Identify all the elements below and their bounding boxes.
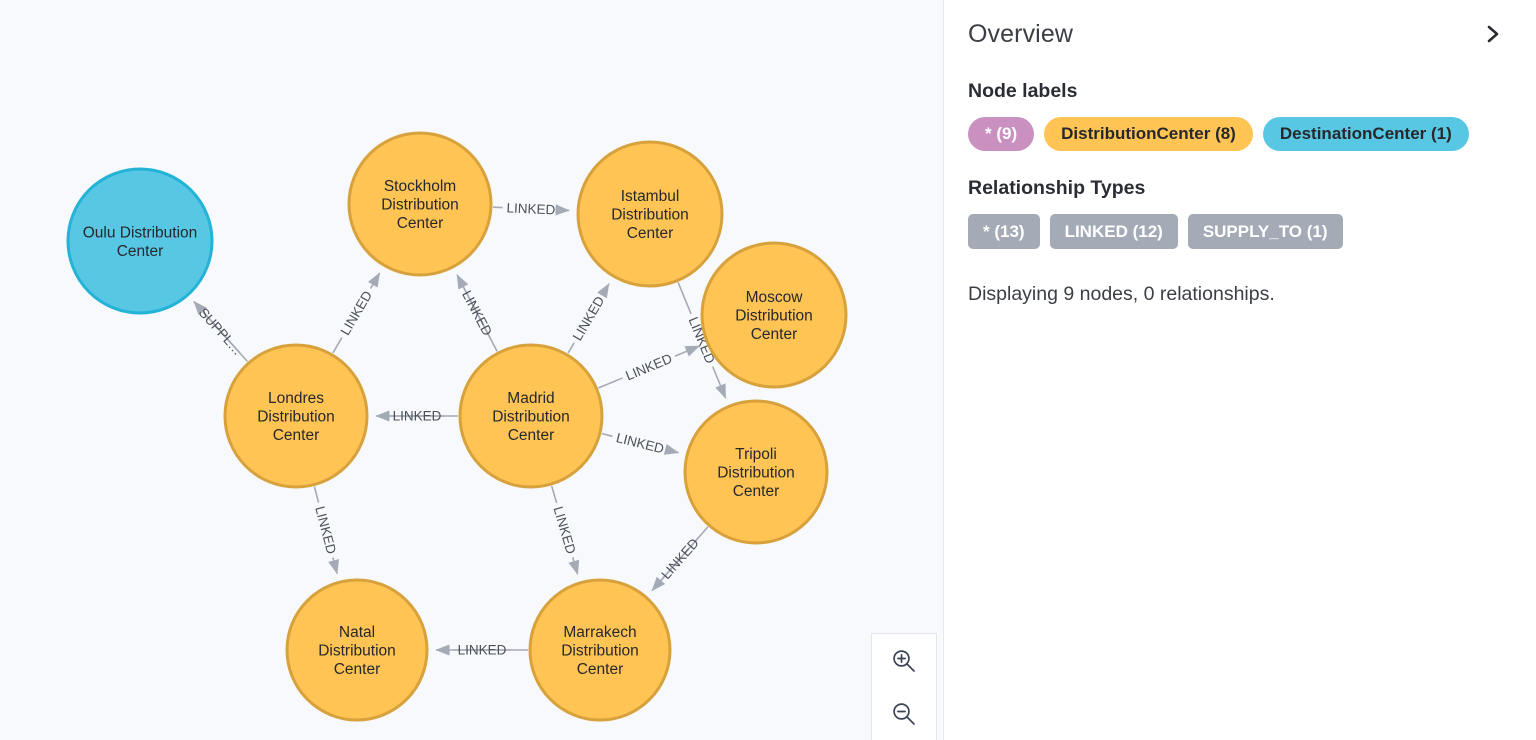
node-label-pill-row: * (9) DistributionCenter (8) DestinationCe… [968, 117, 1506, 151]
edge-line-segment [598, 377, 623, 389]
chevron-right-icon[interactable] [1480, 19, 1506, 49]
graph-edge[interactable]: LINKED [375, 409, 458, 424]
graph-edge[interactable]: LINKED [601, 430, 680, 456]
node-circle[interactable] [458, 343, 604, 489]
edge-line-segment [601, 432, 613, 438]
graph-edge[interactable]: LINKED [456, 274, 498, 352]
node-circle[interactable] [223, 343, 369, 489]
zoom-controls[interactable] [871, 633, 937, 740]
edge-label: LINKED [338, 288, 376, 338]
edge-line-segment-arrow [328, 557, 340, 575]
node-label-pill-1[interactable]: DistributionCenter (8) [1044, 117, 1253, 151]
edge-line-segment [550, 485, 558, 504]
edge-line-segment [567, 342, 575, 354]
relationship-type-pill-2[interactable]: SUPPLY_TO (1) [1187, 213, 1343, 250]
graph-edge[interactable]: LINKED [550, 485, 580, 575]
node-labels-heading: Node labels [968, 80, 1078, 102]
graph-edge[interactable]: LINKED [598, 345, 700, 389]
graph-svg[interactable]: SUPPL… LINKED LINKED LINKED LINKED LINKED LINK… [0, 0, 944, 740]
overview-side-panel: Overview Node labels * (9) DistributionCe… [944, 0, 1536, 740]
zoom-out-icon[interactable] [872, 687, 936, 740]
edge-line-segment [677, 282, 692, 315]
graph-node-oulu[interactable]: Oulu DistributionCenter [66, 167, 214, 315]
edge-label: LINKED [570, 293, 608, 343]
edge-line-segment-arrow [674, 345, 700, 357]
zoom-in-icon[interactable] [872, 634, 936, 687]
node-circle[interactable] [66, 167, 214, 315]
graph-edge[interactable]: LINKED [435, 643, 528, 658]
edge-label: LINKED [623, 351, 674, 384]
panel-header: Overview [968, 14, 1506, 54]
node-circle[interactable] [683, 399, 829, 545]
edge-label: LINKED [506, 200, 556, 217]
graph-edge[interactable]: LINKED [567, 283, 610, 354]
edge-label: LINKED [550, 505, 578, 556]
graph-edge[interactable]: LINKED [492, 200, 570, 217]
relationship-type-pill-row: * (13)LINKED (12)SUPPLY_TO (1) [968, 213, 1506, 250]
edge-line-segment-arrow [651, 536, 700, 592]
edge-label: LINKED [615, 430, 666, 456]
edge-line-segment-arrow [568, 557, 580, 575]
edge-line-segment [313, 486, 320, 503]
node-circle[interactable] [528, 578, 672, 722]
nodes-layer: Oulu DistributionCenter StockholmDistribu… [66, 131, 848, 722]
node-label-pill-0[interactable]: * (9) [968, 117, 1035, 151]
graph-edge[interactable]: LINKED [312, 486, 340, 575]
relationship-types-heading: Relationship Types [968, 176, 1146, 199]
node-label-pill-2[interactable]: DestinationCenter (1) [1262, 117, 1469, 151]
relationship-type-pill-1[interactable]: LINKED (12) [1049, 213, 1178, 250]
edge-line-segment [332, 337, 343, 354]
graph-visualization-canvas[interactable]: SUPPL… LINKED LINKED LINKED LINKED LINKED LINK… [0, 0, 944, 740]
relationship-type-pill-0[interactable]: * (13) [968, 213, 1040, 250]
edge-line-segment-arrow [597, 283, 610, 299]
graph-edge[interactable]: LINKED [332, 272, 381, 354]
node-circle[interactable] [285, 578, 429, 722]
displaying-status-text: Displaying 9 nodes, 0 relationships. [968, 283, 1275, 306]
node-circle[interactable] [347, 131, 493, 277]
graph-edge[interactable]: LINKED [651, 526, 709, 592]
node-circle[interactable] [576, 140, 724, 288]
edge-line-segment-arrow [711, 366, 727, 399]
edge-line-segment-arrow [456, 274, 492, 339]
edge-label: LINKED [312, 505, 339, 556]
page-title: Overview [968, 19, 1073, 48]
edge-line-segment-arrow [193, 300, 241, 354]
graph-edge[interactable]: SUPPL… [193, 300, 249, 363]
node-circle[interactable] [700, 241, 848, 389]
edge-line-segment-arrow [663, 443, 680, 455]
edge-line-segment-arrow [367, 272, 381, 289]
